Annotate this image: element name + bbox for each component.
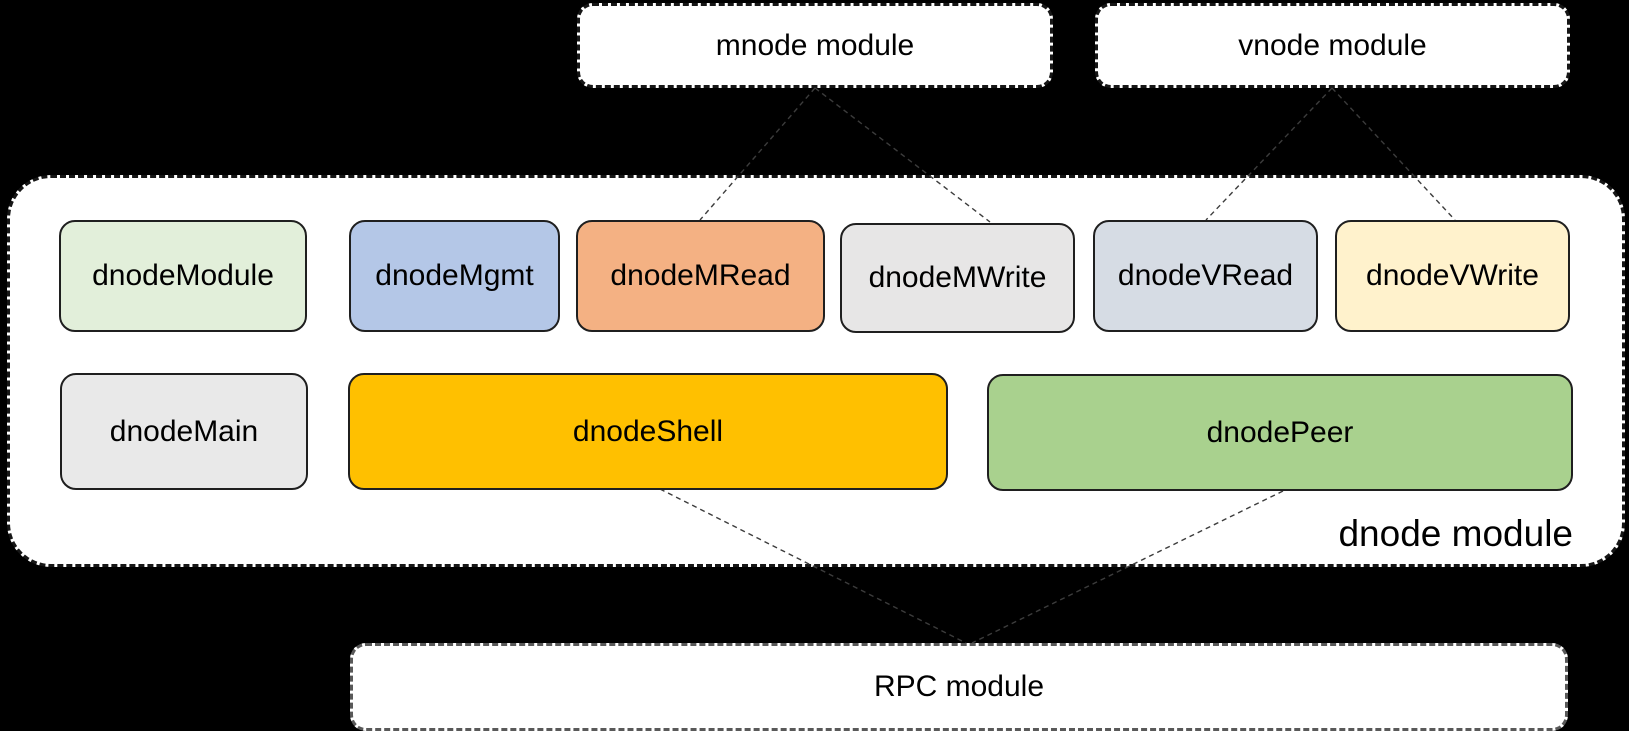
box-dnodeMRead: dnodeMRead: [576, 220, 825, 332]
box-dnodeVWrite-label: dnodeVWrite: [1366, 259, 1539, 292]
box-dnodeModule: dnodeModule: [59, 220, 307, 332]
rpc-module-box: RPC module: [350, 643, 1568, 731]
box-dnodeMain-label: dnodeMain: [109, 414, 259, 448]
box-dnodeMWrite: dnodeMWrite: [840, 223, 1075, 333]
box-dnodeModule-label: dnodeModule: [92, 259, 274, 292]
box-dnodeVRead-label: dnodeVRead: [1117, 259, 1294, 292]
box-dnodeVRead: dnodeVRead: [1093, 220, 1318, 332]
mnode-module-box: mnode module: [577, 3, 1053, 88]
box-dnodeMgmt-label: dnodeMgmt: [375, 259, 534, 292]
box-dnodeShell-label: dnodeShell: [572, 414, 724, 448]
box-dnodePeer: dnodePeer: [987, 374, 1573, 491]
vnode-module-box: vnode module: [1095, 3, 1570, 88]
rpc-module-label: RPC module: [873, 670, 1045, 703]
vnode-module-label: vnode module: [1238, 28, 1427, 62]
box-dnodePeer-label: dnodePeer: [1206, 415, 1354, 449]
dnode-module-label: dnode module: [1338, 513, 1573, 554]
box-dnodeMgmt: dnodeMgmt: [349, 220, 560, 332]
mnode-module-label: mnode module: [715, 28, 915, 62]
box-dnodeShell: dnodeShell: [348, 373, 948, 490]
box-dnodeMRead-label: dnodeMRead: [610, 259, 791, 292]
box-dnodeVWrite: dnodeVWrite: [1335, 220, 1570, 332]
box-dnodeMain: dnodeMain: [60, 373, 308, 490]
box-dnodeMWrite-label: dnodeMWrite: [868, 261, 1047, 294]
